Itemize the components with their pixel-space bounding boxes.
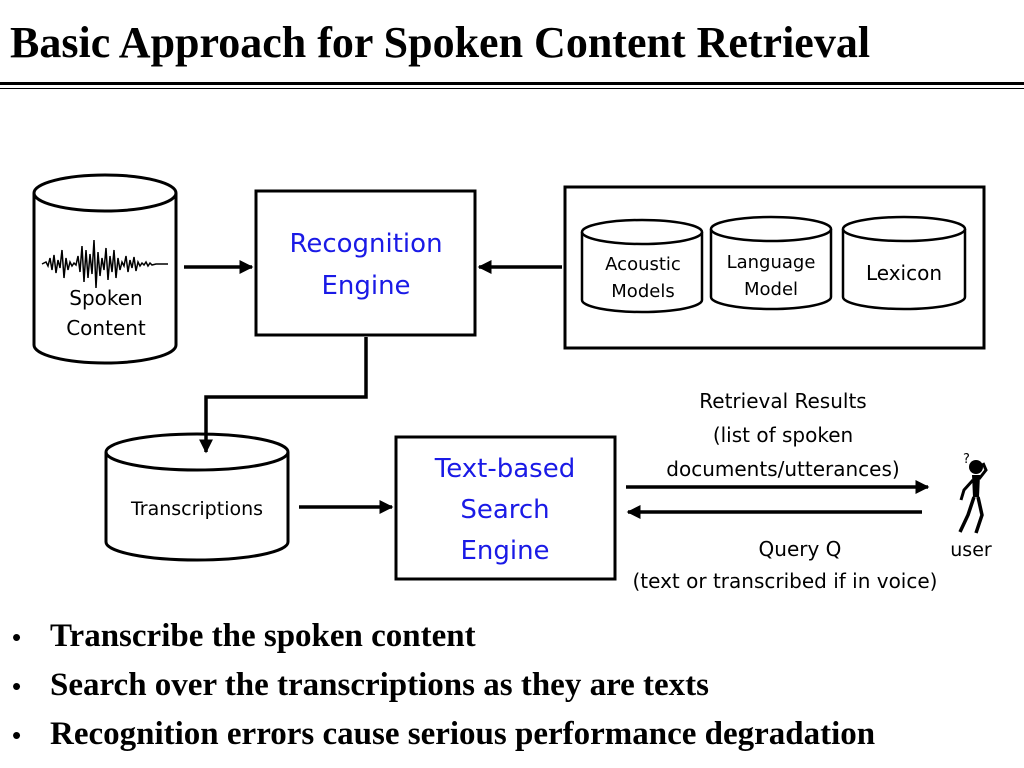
language-model-label-line2: Model <box>744 279 798 300</box>
title-rule-thick <box>0 82 1024 85</box>
retrieval-diagram: Spoken Content Recognition Engine Acoust… <box>32 173 992 593</box>
language-model-label-line1: Language <box>727 252 816 273</box>
bullet-dot-icon: • <box>12 720 22 750</box>
user-label: user <box>950 539 992 561</box>
bullet-text: Recognition errors cause serious perform… <box>50 716 876 752</box>
query-label-line1: Query Q <box>759 537 842 561</box>
acoustic-models-label-line1: Acoustic <box>605 254 681 275</box>
spoken-content-label-line2: Content <box>66 316 146 340</box>
title-rule-thin <box>0 88 1024 89</box>
user-figure-icon: ? user <box>950 452 992 561</box>
retrieval-results-label-line1: Retrieval Results <box>699 389 866 413</box>
waveform-icon <box>41 239 168 289</box>
bullet-item: • Recognition errors cause serious perfor… <box>12 716 875 765</box>
lexicon-label: Lexicon <box>866 261 942 285</box>
bullet-item: • Transcribe the spoken content <box>12 618 875 667</box>
retrieval-results-label-line3: documents/utterances) <box>666 457 899 481</box>
spoken-content-label-line1: Spoken <box>69 286 142 310</box>
query-label-line2: (text or transcribed if in voice) <box>633 569 938 593</box>
retrieval-results-label-line2: (list of spoken <box>713 423 853 447</box>
acoustic-models-database: Acoustic Models <box>580 218 704 314</box>
language-model-database: Language Model <box>709 215 833 311</box>
bullet-item: • Search over the transcriptions as they … <box>12 667 875 716</box>
bullet-list: • Transcribe the spoken content • Search o… <box>12 618 875 765</box>
bullet-text: Transcribe the spoken content <box>50 618 476 654</box>
acoustic-models-label-line2: Models <box>611 281 674 302</box>
spoken-content-database: Spoken Content <box>32 173 178 365</box>
arrow-recognition-to-transcriptions <box>199 337 368 454</box>
recognition-engine-label-line1: Recognition <box>289 229 442 259</box>
bullet-dot-icon: • <box>12 622 22 652</box>
search-engine-label-line2: Search <box>460 495 549 525</box>
recognition-engine-label-line2: Engine <box>321 271 410 301</box>
transcriptions-label: Transcriptions <box>130 498 263 520</box>
slide-title: Basic Approach for Spoken Content Retrie… <box>10 18 871 67</box>
bullet-dot-icon: • <box>12 671 22 701</box>
user-question-mark: ? <box>963 452 970 467</box>
search-engine-label-line1: Text-based <box>434 454 575 484</box>
bullet-text: Search over the transcriptions as they a… <box>50 667 709 703</box>
search-engine-label-line3: Engine <box>460 536 549 566</box>
recognition-engine-box: Recognition Engine <box>254 189 477 337</box>
lexicon-database: Lexicon <box>841 215 967 311</box>
transcriptions-database: Transcriptions <box>104 432 290 562</box>
search-engine-box: Text-based Search Engine <box>394 435 617 581</box>
